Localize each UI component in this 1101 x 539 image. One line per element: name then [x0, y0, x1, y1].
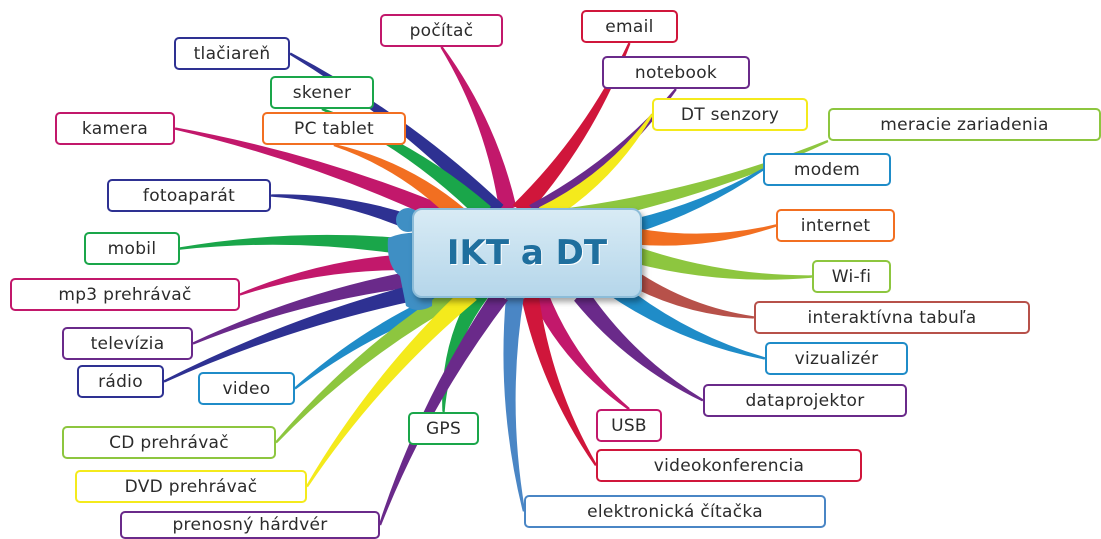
node-label-prenosny-hardver: prenosný hárdvér [172, 515, 328, 535]
node-usb: USB [596, 409, 662, 442]
node-tlaciaren: tlačiareň [174, 37, 290, 70]
node-label-internet: internet [800, 215, 871, 236]
node-prenosny-hardver: prenosný hárdvér [120, 511, 380, 539]
node-label-interaktivna-tabula: interaktívna tabuľa [807, 307, 977, 328]
branch-videokonferencia [521, 292, 598, 466]
node-label-usb: USB [611, 415, 647, 436]
node-label-kamera: kamera [81, 118, 149, 139]
node-label-cd-prehravac: CD prehrávač [109, 432, 229, 453]
node-radio: rádio [77, 365, 164, 398]
branch-dvd-prehravac [306, 288, 477, 488]
node-label-dt-senzory: DT senzory [680, 104, 780, 125]
node-label-wi-fi: Wi-fi [831, 266, 872, 287]
branch-prenosny-hardver [378, 291, 508, 526]
node-fotoaparat: fotoaparát [107, 179, 271, 212]
branch-usb [532, 290, 630, 410]
node-label-elektronicka-citacka: elektronická čítačka [587, 501, 763, 522]
node-televizia: televízia [62, 327, 193, 360]
node-modem: modem [763, 153, 891, 186]
node-kamera: kamera [55, 112, 175, 145]
branch-internet [619, 224, 777, 246]
node-label-video: video [222, 378, 271, 399]
node-notebook: notebook [602, 56, 750, 89]
node-vizualizer: vizualizér [765, 342, 908, 375]
node-mp3-prehravac: mp3 prehrávač [10, 278, 240, 311]
branch-televizia [192, 266, 443, 345]
node-label-modem: modem [793, 159, 861, 180]
node-label-radio: rádio [98, 371, 143, 392]
node-dataprojektor: dataprojektor [703, 384, 907, 417]
branch-wi-fi [618, 241, 813, 280]
node-label-mobil: mobil [107, 238, 157, 259]
node-label-meracie-zariadenia: meracie zariadenia [880, 114, 1049, 135]
node-meracie-zariadenia: meracie zariadenia [828, 108, 1101, 141]
branch-dt-senzory [538, 113, 653, 221]
node-label-vizualizer: vizualizér [794, 348, 879, 369]
node-internet: internet [776, 209, 895, 242]
node-elektronicka-citacka: elektronická čítačka [524, 495, 826, 528]
node-mobil: mobil [84, 232, 180, 265]
node-dt-senzory: DT senzory [652, 98, 808, 131]
node-pocitac: počítač [380, 14, 503, 47]
node-cd-prehravac: CD prehrávač [62, 426, 276, 459]
node-email: email [581, 10, 678, 43]
node-videokonferencia: videokonferencia [596, 449, 862, 482]
branch-gps [442, 291, 489, 413]
branch-elektronicka-citacka [503, 295, 526, 512]
node-gps: GPS [408, 412, 479, 445]
node-label-dataprojektor: dataprojektor [745, 390, 865, 411]
branch-radio [163, 276, 451, 383]
branch-cd-prehravac [275, 285, 466, 444]
node-label-pc-tablet: PC tablet [294, 118, 374, 139]
branch-pocitac [440, 46, 517, 214]
node-label-notebook: notebook [634, 62, 718, 83]
branch-mp3-prehravac [239, 253, 432, 296]
branch-connectors [163, 42, 829, 526]
node-label-dvd-prehravac: DVD prehrávač [124, 476, 258, 497]
node-label-videokonferencia: videokonferencia [653, 455, 805, 476]
node-label-tlaciaren: tlačiareň [193, 43, 271, 64]
branch-email [512, 42, 631, 215]
node-dvd-prehravac: DVD prehrávač [75, 470, 307, 503]
node-label-gps: GPS [425, 418, 462, 439]
center-topic: IKT a DT [412, 208, 642, 298]
node-pc-tablet: PC tablet [262, 112, 406, 145]
node-label-fotoaparat: fotoaparát [142, 185, 236, 206]
node-label-email: email [605, 16, 654, 37]
node-label-skener: skener [292, 82, 352, 103]
node-label-televizia: televízia [90, 333, 165, 354]
branch-meracie-zariadenia [557, 139, 829, 227]
node-wi-fi: Wi-fi [812, 260, 891, 293]
node-interaktivna-tabula: interaktívna tabuľa [754, 301, 1030, 334]
node-label-pocitac: počítač [409, 20, 474, 41]
branch-dataprojektor [574, 287, 704, 402]
center-topic-label: IKT a DT [446, 233, 608, 273]
branch-notebook [529, 88, 677, 219]
node-label-mp3-prehravac: mp3 prehrávač [58, 284, 192, 305]
branch-mobil [179, 234, 431, 259]
node-video: video [198, 372, 295, 405]
node-skener: skener [270, 76, 374, 109]
